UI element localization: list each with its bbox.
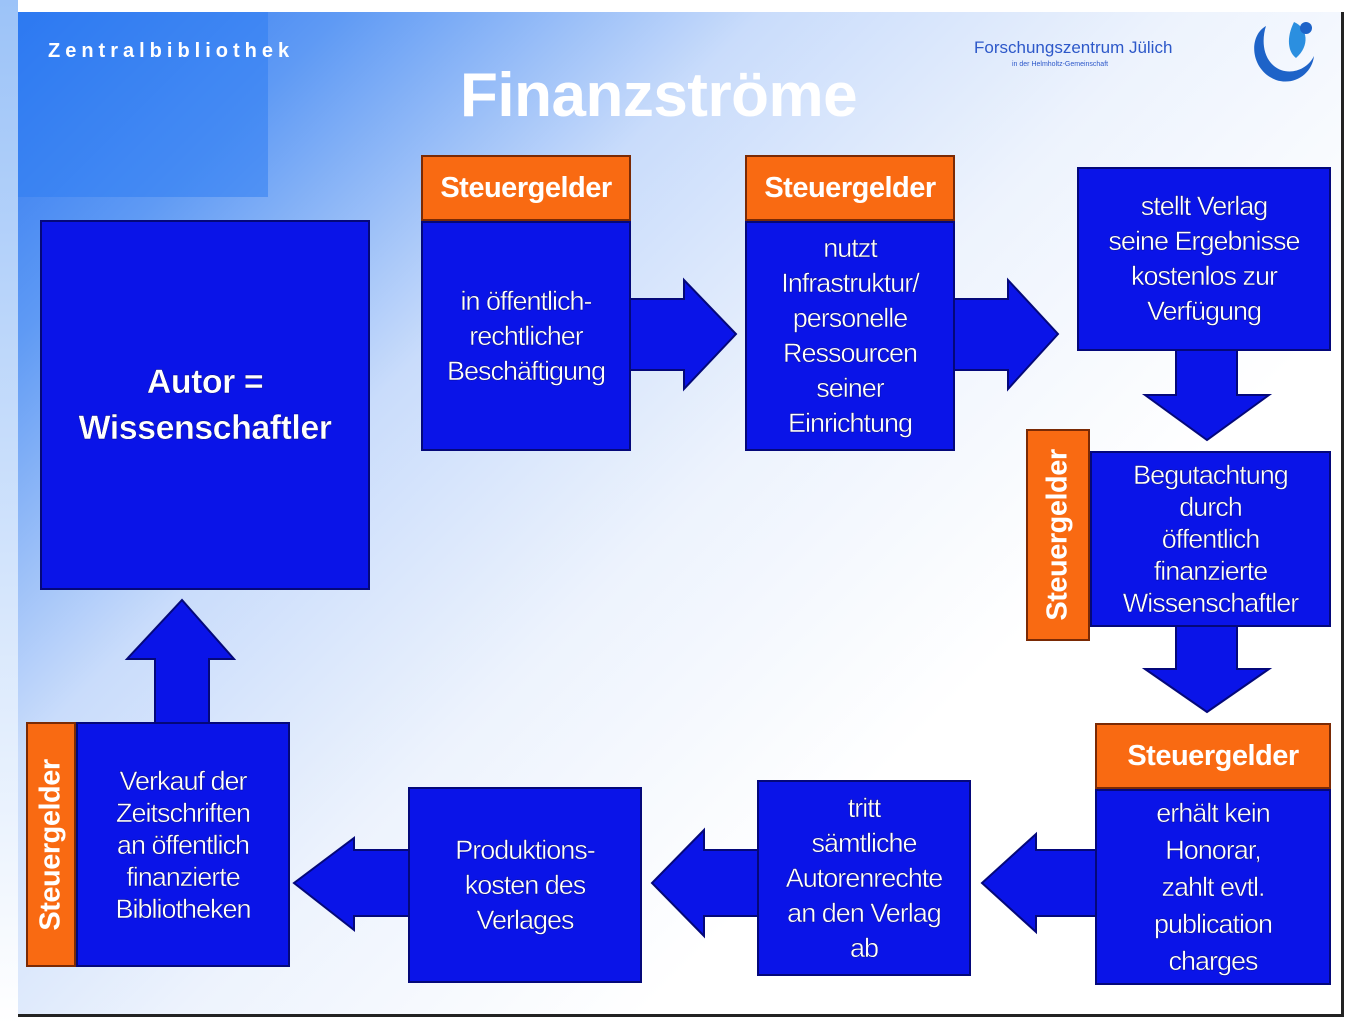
flow-arrows <box>124 277 1273 939</box>
node-review-label: Steuergelder <box>1026 429 1090 641</box>
node-employment: in öffentlich- rechtlicher Beschäftigung <box>421 221 631 451</box>
fzj-logo-icon <box>1254 22 1314 82</box>
org-subtitle: in der Helmholtz-Gemeinschaft <box>1012 61 1109 68</box>
node-sale: Verkauf der Zeitschriften an öffentlich … <box>76 722 290 967</box>
arrow-up-1 <box>124 598 237 728</box>
node-review: Begutachtung durch öffentlich finanziert… <box>1090 451 1331 627</box>
arrow-down-2 <box>1141 624 1273 714</box>
node-author: Autor = Wissenschaftler <box>40 220 370 590</box>
node-honorar: erhält kein Honorar, zahlt evtl. publica… <box>1095 789 1331 985</box>
slide-edge <box>0 0 18 1025</box>
header-panel <box>18 12 268 197</box>
arrow-right-1 <box>629 277 738 392</box>
org-name: Forschungszentrum Jülich <box>974 38 1173 57</box>
library-name: Zentralbibliothek <box>48 40 295 62</box>
node-infrastructure-label: Steuergelder <box>745 155 955 221</box>
arrow-left-3 <box>292 836 412 933</box>
node-review-label-text: Steuergelder <box>1041 449 1074 621</box>
node-employment-label: Steuergelder <box>421 155 631 221</box>
slide: Zentralbibliothek Finanzströme Forschung… <box>18 12 1344 1017</box>
node-sale-label: Steuergelder <box>26 722 76 967</box>
node-sale-label-text: Steuergelder <box>34 758 67 931</box>
node-rights: tritt sämtliche Autorenrechte an den Ver… <box>757 780 971 976</box>
slide-title: Finanzströme <box>460 61 858 130</box>
arrow-left-1 <box>980 831 1101 935</box>
node-production: Produktions- kosten des Verlages <box>408 787 642 983</box>
node-results: stellt Verlag seine Ergebnisse kostenlos… <box>1077 167 1331 351</box>
node-infrastructure: nutzt Infrastruktur/ personelle Ressourc… <box>745 221 955 451</box>
arrow-down-1 <box>1141 349 1273 442</box>
node-honorar-label: Steuergelder <box>1095 723 1331 789</box>
arrow-left-2 <box>650 827 760 939</box>
arrow-right-2 <box>952 277 1060 392</box>
